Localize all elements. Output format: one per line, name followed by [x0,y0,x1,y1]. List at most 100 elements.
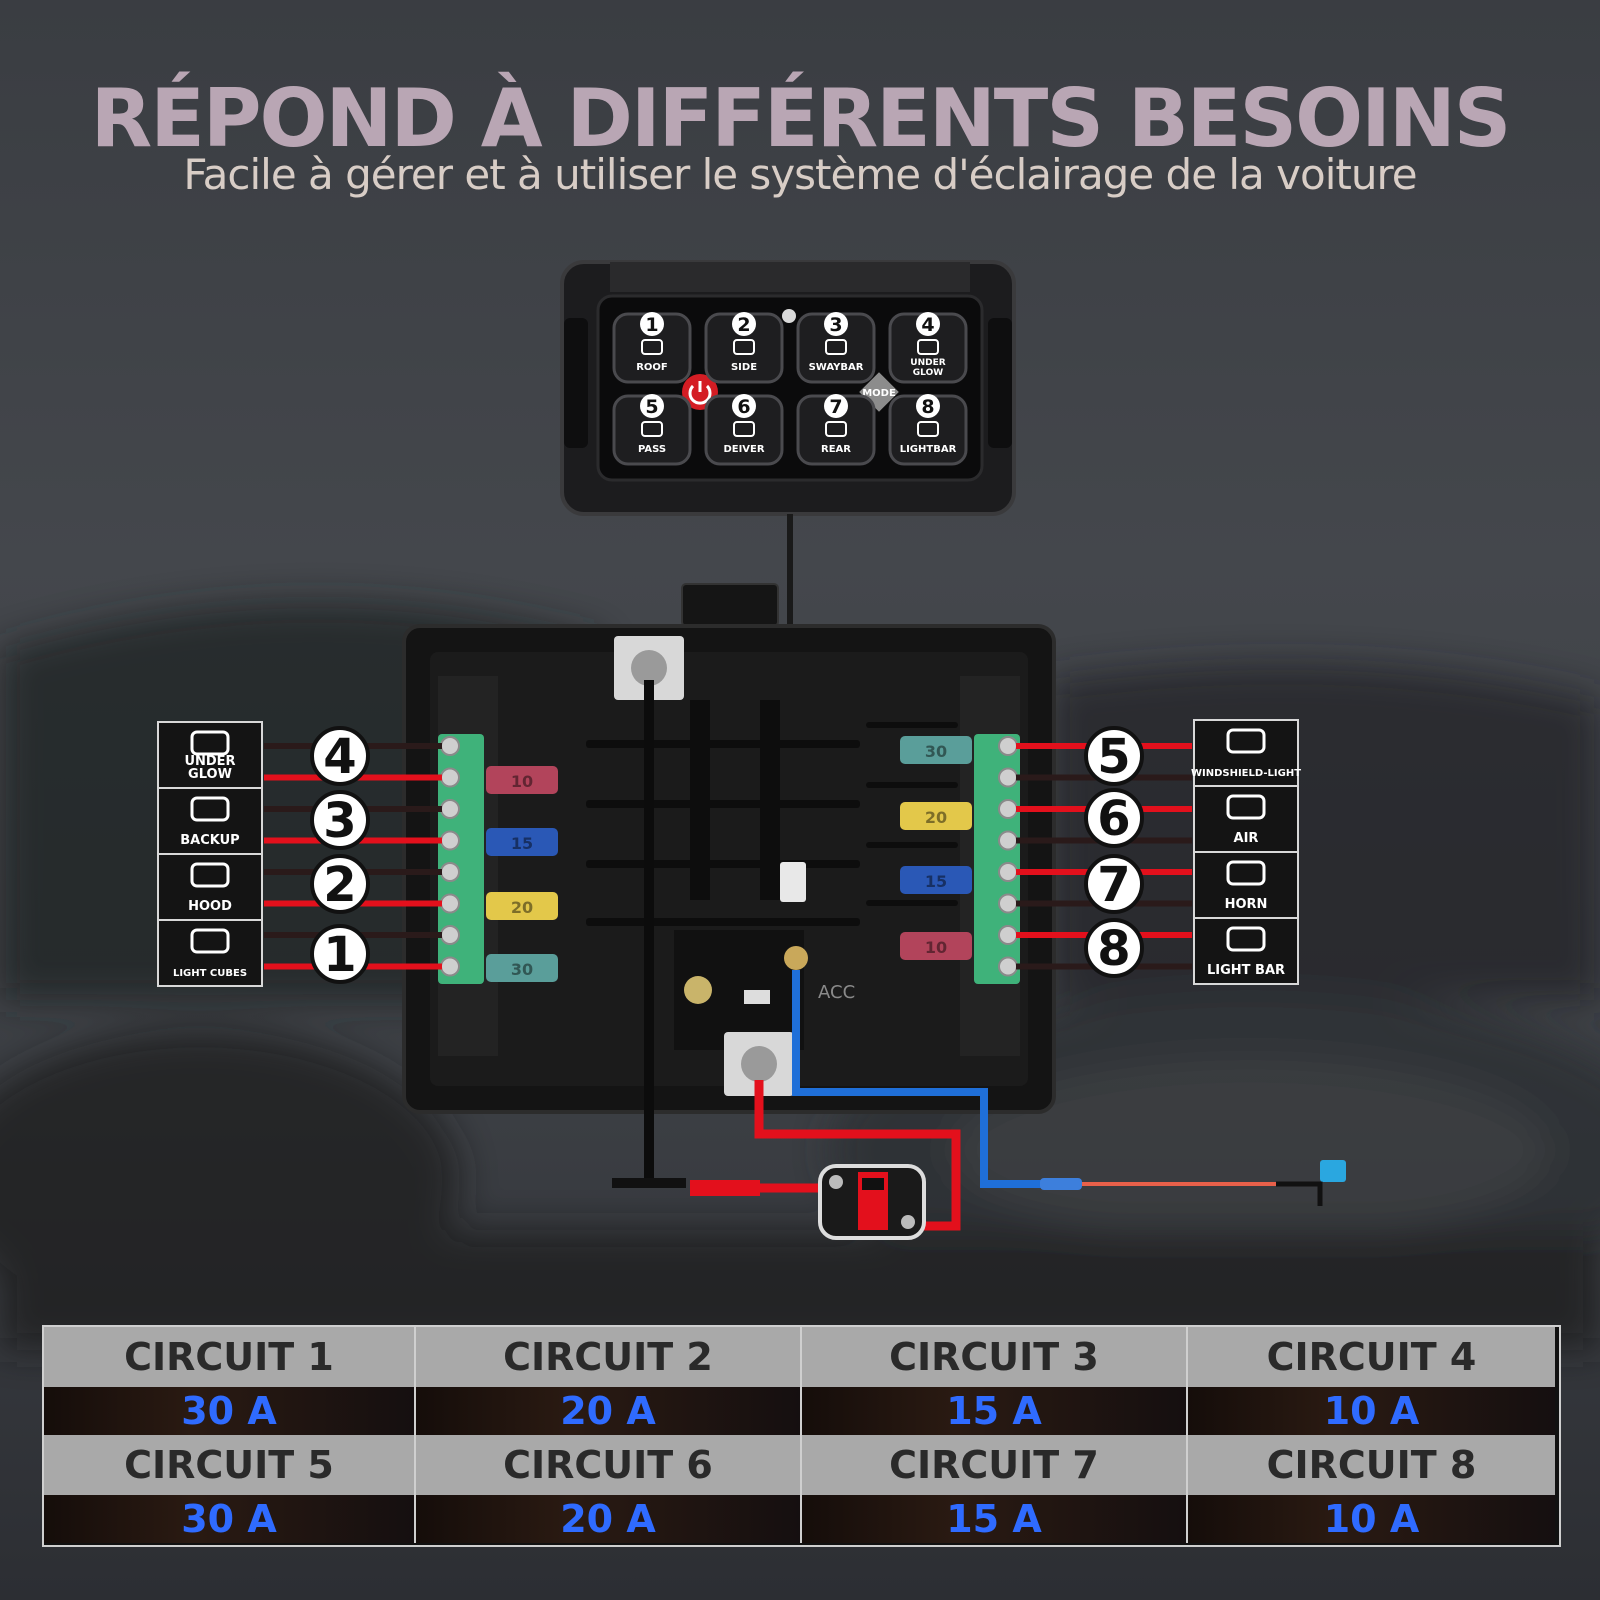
subline: Facile à gérer et à utiliser le système … [183,150,1417,199]
rear-light-icon [825,421,847,437]
capacitor [684,976,712,1004]
svg-text:5: 5 [1097,729,1130,785]
fuse-left: 20 [486,892,558,920]
fuse-right: 15 [900,866,972,894]
fuse-right: 20 [900,802,972,830]
light-bar-icon [1226,926,1266,952]
circuit-amps: 15 A [802,1495,1188,1543]
load-label-text: WINDSHIELD-LIGHT [1191,768,1301,779]
control-connector [780,862,806,902]
circuit-number-badge: 4 [310,726,370,786]
fuse-box: ACC 10 15 20 30 30 20 15 10 [402,583,1056,1114]
svg-text:6: 6 [1097,791,1130,847]
backup-light-icon [190,796,230,822]
svg-text:20: 20 [511,898,533,917]
circuit-amps: 15 A [802,1387,1188,1435]
load-label-6: AIR [1193,785,1299,853]
lightbar-icon [917,421,939,437]
circuit-number-badge: 2 [310,854,370,914]
svg-text:3: 3 [323,793,356,849]
circuit-header: CIRCUIT 4 [1188,1327,1555,1387]
load-label-text: BACKUP [180,833,239,848]
add-a-fuse-tap [1320,1160,1346,1182]
left-terminal-block [438,734,484,984]
driver-seat-icon [733,421,755,437]
load-label-text: GLOW [188,767,232,782]
roof-light-icon [641,339,663,355]
load-label-2: HOOD [157,853,263,921]
hood-light-icon [190,862,230,888]
circuit-number-badge: 5 [1084,726,1144,786]
load-label-7: HORN [1193,851,1299,919]
svg-text:30: 30 [511,960,533,979]
circuit-header: CIRCUIT 5 [44,1435,416,1495]
acc-label: ACC [818,982,855,1003]
horn-icon [1226,860,1266,886]
switch-button-number: 4 [921,314,934,336]
headline: RÉPOND À DIFFÉRENTS BESOINS [90,72,1512,165]
windshield-light-icon [1226,728,1266,754]
svg-text:7: 7 [1097,857,1130,913]
fuse-left: 15 [486,828,558,856]
fuse-left: 30 [486,954,558,982]
under-glow-icon [917,339,939,355]
circuit-header: CIRCUIT 3 [802,1327,1188,1387]
switch-button-number: 2 [737,314,750,336]
circuit-number-badge: 3 [310,790,370,850]
power-wiring [612,680,1346,1240]
svg-text:10: 10 [511,772,533,791]
svg-text:8: 8 [1097,921,1130,977]
load-label-text: HORN [1225,897,1268,912]
load-label-text: LIGHT CUBES [173,968,247,979]
switch-button-label: SWAYBAR [809,362,864,373]
fuse-right: 30 [900,736,972,764]
load-label-3: BACKUP [157,787,263,855]
switch-button-label: REAR [821,444,851,455]
switch-button-label: PASS [638,444,666,455]
switch-button-label: GLOW [913,368,943,378]
switch-button-label: LIGHTBAR [900,444,957,455]
circuit-header: CIRCUIT 1 [44,1327,416,1387]
load-label-text: LIGHT BAR [1207,963,1285,978]
switch-button-number: 6 [737,396,750,418]
switch-panel: MODE 1ROOF2SIDE3SWAYBAR4UNDERGLOW5PASS6D… [560,260,1016,516]
mode-label: MODE [862,388,896,399]
circuit-number-badge: 1 [310,924,370,984]
swaybar-icon [825,339,847,355]
circuit-amps: 20 A [416,1495,802,1543]
circuit-header: CIRCUIT 7 [802,1435,1188,1495]
circuit-header: CIRCUIT 8 [1188,1435,1555,1495]
switch-button-number: 8 [921,396,934,418]
svg-text:30: 30 [925,742,947,761]
switch-button-label: SIDE [731,362,757,373]
svg-text:1: 1 [323,927,356,983]
circuit-number-badge: 7 [1084,854,1144,914]
load-label-8: LIGHT BAR [1193,917,1299,985]
load-label-5: WINDSHIELD-LIGHT [1191,719,1301,787]
circuit-number-badge: 6 [1084,788,1144,848]
right-terminal-block [974,734,1020,984]
circuit-header: CIRCUIT 2 [416,1327,802,1387]
circuit-header: CIRCUIT 6 [416,1435,802,1495]
load-label-text: UNDER [184,754,235,769]
circuit-number-badge: 8 [1084,918,1144,978]
side-light-icon [733,339,755,355]
svg-text:2: 2 [323,857,356,913]
circuit-amps: 10 A [1188,1495,1555,1543]
svg-text:4: 4 [323,729,356,785]
svg-text:15: 15 [511,834,533,853]
fuse-right: 10 [900,932,972,960]
load-label-text: HOOD [188,899,232,914]
fuse-left: 10 [486,766,558,794]
svg-text:10: 10 [925,938,947,957]
air-icon [1226,794,1266,820]
